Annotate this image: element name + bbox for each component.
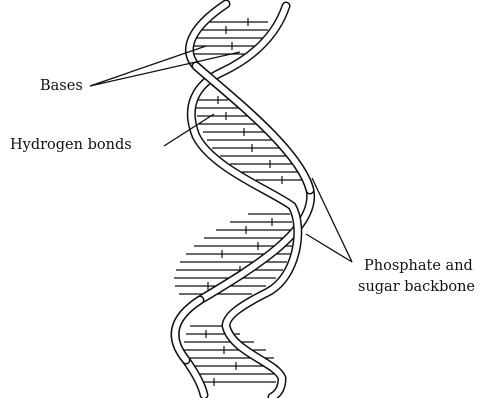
bases-label: Bases — [40, 78, 83, 94]
bases-leader-1 — [90, 46, 206, 86]
backbone-label-line1: Phosphate and — [364, 258, 473, 274]
backbone-label-line2: sugar backbone — [358, 279, 475, 295]
backbone-strands — [175, 4, 311, 397]
hydrogen-bonds-label: Hydrogen bonds — [10, 137, 132, 153]
